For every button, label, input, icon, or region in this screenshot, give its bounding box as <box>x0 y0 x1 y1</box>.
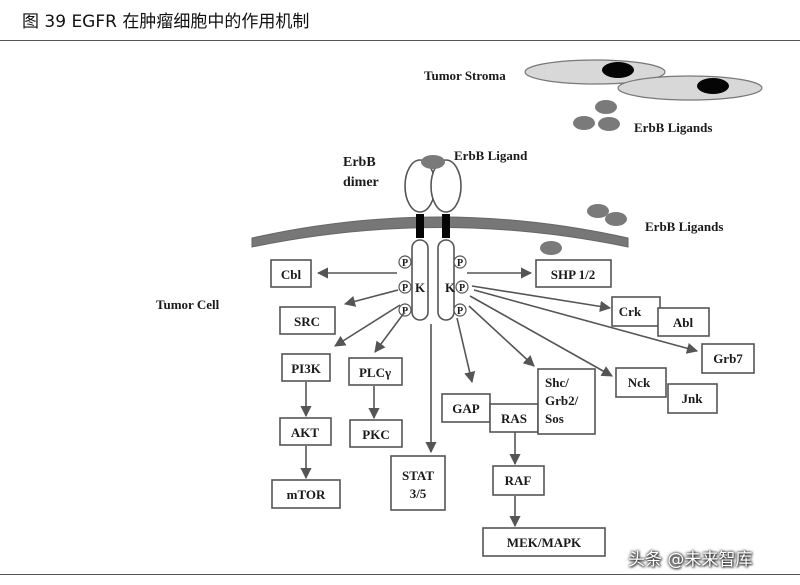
signaling-arrows <box>300 267 699 528</box>
node-ras: RAS <box>489 403 539 433</box>
node-src: SRC <box>279 306 336 335</box>
stroma-nucleus-2 <box>697 78 729 94</box>
receptor-transmembrane-right <box>442 214 450 238</box>
receptor-transmembrane-left <box>416 214 424 238</box>
erbb-ligands-right-label: ErbB Ligands <box>645 219 723 234</box>
ligand-icon <box>605 212 627 226</box>
node-akt-label: AKT <box>291 425 320 440</box>
ligand-icon <box>540 241 562 255</box>
node-mek-mapk: MEK/MAPK <box>482 527 606 557</box>
node-jnk: Jnk <box>667 383 718 414</box>
bound-ligand-icon <box>421 155 445 169</box>
node-gap-label: GAP <box>452 401 480 416</box>
node-raf-label: RAF <box>505 473 532 488</box>
node-src-label: SRC <box>294 314 320 329</box>
phospho-sites: P P P P P P K K <box>398 255 469 317</box>
node-akt: AKT <box>279 417 332 446</box>
phospho-label: P <box>402 306 408 317</box>
ligand-cluster-right <box>540 204 627 255</box>
node-nck: Nck <box>615 367 667 398</box>
ligand-cluster-top <box>573 100 620 131</box>
watermark: 头条 @未来智库 <box>628 550 753 570</box>
node-pkc: PKC <box>349 419 403 448</box>
node-grb7: Grb7 <box>701 343 755 374</box>
node-shp: SHP 1/2 <box>535 259 612 288</box>
node-shc-label-line1: Shc/ <box>545 375 569 390</box>
node-mtor: mTOR <box>271 479 341 509</box>
node-crk: Crk <box>611 296 661 327</box>
node-ras-label: RAS <box>501 411 527 426</box>
phospho-label: P <box>402 283 408 294</box>
phospho-label: P <box>457 306 463 317</box>
node-cbl: Cbl <box>270 259 312 288</box>
stroma-cell-2 <box>617 75 763 101</box>
node-crk-label: Crk <box>619 304 642 319</box>
cell-membrane <box>251 216 629 248</box>
node-raf: RAF <box>492 465 545 496</box>
erbb-dimer-label-line1: ErbB <box>343 155 376 170</box>
figure-caption: 图 39 EGFR 在肿瘤细胞中的作用机制 <box>22 12 310 32</box>
node-abl-label: Abl <box>673 315 694 330</box>
node-stat: STAT 3/5 <box>390 455 446 511</box>
node-shc-label-line3: Sos <box>545 411 564 426</box>
node-mek-label: MEK/MAPK <box>507 535 582 550</box>
bottom-divider <box>0 574 800 575</box>
erbb-receptor-dimer <box>404 155 462 321</box>
kinase-label-left: K <box>415 280 426 295</box>
top-divider <box>0 40 800 41</box>
ligand-icon <box>598 117 620 131</box>
phospho-label: P <box>457 258 463 269</box>
tumor-stroma-label: Tumor Stroma <box>424 68 506 83</box>
node-shp-label: SHP 1/2 <box>551 267 595 282</box>
ligand-icon <box>595 100 617 114</box>
erbb-ligands-top-label: ErbB Ligands <box>634 120 712 135</box>
receptor-intracellular-right <box>437 239 455 321</box>
node-pi3k-label: PI3K <box>291 361 322 376</box>
phospho-label: P <box>459 283 465 294</box>
node-mtor-label: mTOR <box>287 487 326 502</box>
node-grb7-label: Grb7 <box>713 351 743 366</box>
node-pi3k: PI3K <box>281 353 331 382</box>
node-jnk-label: Jnk <box>682 391 704 406</box>
node-shc-grb2-sos: Shc/ Grb2/ Sos <box>537 368 596 435</box>
node-plcy: PLCγ <box>348 357 403 386</box>
kinase-label-right: K <box>445 280 456 295</box>
node-shc-label-line2: Grb2/ <box>545 393 579 408</box>
node-cbl-label: Cbl <box>281 267 302 282</box>
ligand-icon <box>587 204 609 218</box>
receptor-extracellular-right <box>430 159 462 213</box>
node-abl: Abl <box>657 307 710 337</box>
node-stat-label-line2: 3/5 <box>410 486 427 501</box>
node-nck-label: Nck <box>628 375 651 390</box>
stroma-nucleus-1 <box>602 62 634 78</box>
erbb-ligand-label: ErbB Ligand <box>454 148 528 163</box>
node-plcy-label: PLCγ <box>359 365 391 380</box>
phospho-label: P <box>402 258 408 269</box>
erbb-dimer-label-line2: dimer <box>343 175 379 190</box>
node-stat-label-line1: STAT <box>402 468 434 483</box>
node-pkc-label: PKC <box>362 427 389 442</box>
ligand-icon <box>573 116 595 130</box>
receptor-intracellular-left <box>411 239 429 321</box>
tumor-cell-label: Tumor Cell <box>156 297 220 312</box>
tumor-stroma <box>524 59 763 101</box>
node-gap: GAP <box>441 393 491 423</box>
